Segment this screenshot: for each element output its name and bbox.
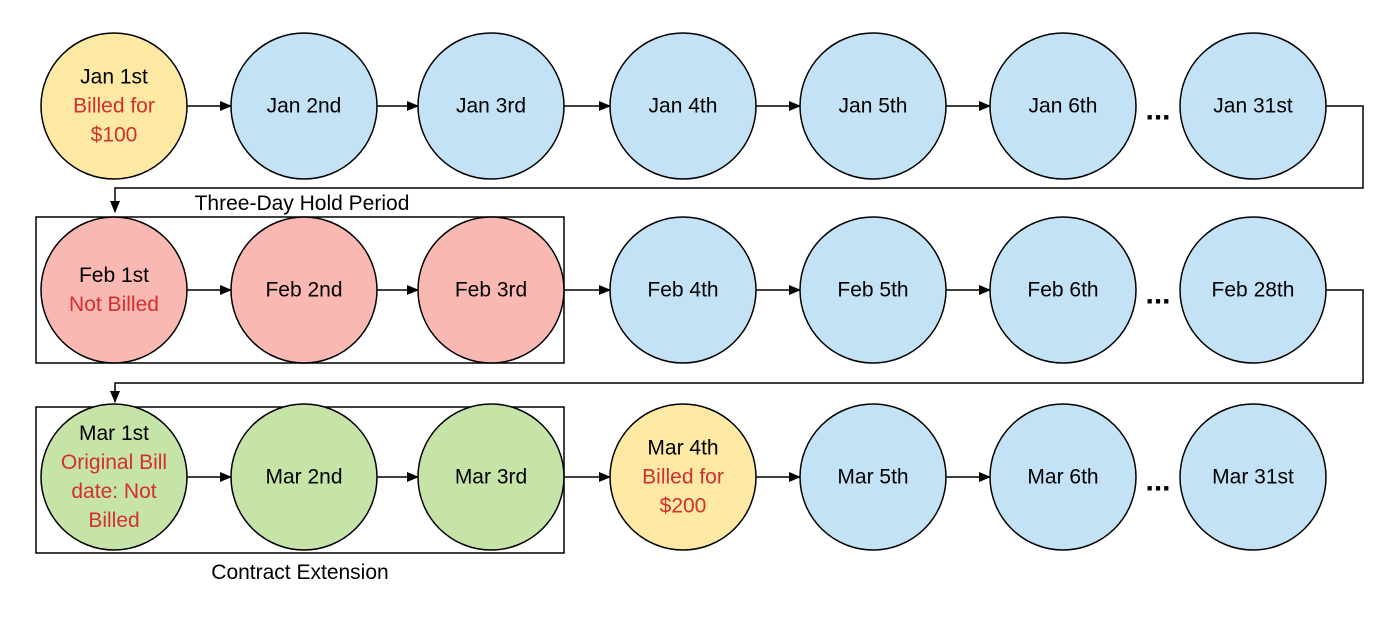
day-date-label: Mar 6th — [1027, 466, 1098, 489]
day-date-label: Feb 3rd — [455, 279, 527, 302]
day-date-label: Mar 3rd — [455, 466, 527, 489]
day-node-jan-4th: Jan 4th — [609, 32, 757, 180]
day-date-label: Feb 6th — [1027, 279, 1098, 302]
day-billing-note: $200 — [660, 495, 707, 518]
day-circle — [799, 32, 947, 180]
day-date-label: Feb 5th — [837, 279, 908, 302]
day-circle — [989, 216, 1137, 364]
day-circle — [417, 403, 565, 551]
ellipsis-gap: ... — [1145, 278, 1170, 311]
day-circle — [989, 32, 1137, 180]
day-node-feb-2nd: Feb 2nd — [230, 216, 378, 364]
day-circle — [1179, 403, 1327, 551]
day-circle — [230, 403, 378, 551]
day-node-feb-3rd: Feb 3rd — [417, 216, 565, 364]
three-day-hold-label: Three-Day Hold Period — [195, 192, 410, 215]
wrap-connector-feb-to-mar — [110, 289, 1364, 403]
day-circle — [230, 32, 378, 180]
day-circle — [230, 216, 378, 364]
day-date-label: Mar 1st — [79, 422, 149, 445]
day-node-jan-5th: Jan 5th — [799, 32, 947, 180]
ellipsis-gap: ... — [1145, 465, 1170, 498]
day-node-feb-4th: Feb 4th — [609, 216, 757, 364]
day-date-label: Jan 5th — [839, 95, 908, 118]
day-date-label: Feb 2nd — [265, 279, 342, 302]
day-circle — [1179, 216, 1327, 364]
day-billing-note: Billed for — [73, 95, 155, 118]
contract-extension-label: Contract Extension — [211, 561, 388, 584]
day-circle — [799, 403, 947, 551]
day-billing-note: date: Not — [71, 480, 156, 503]
day-date-label: Jan 31st — [1213, 95, 1293, 118]
day-node-jan-3rd: Jan 3rd — [417, 32, 565, 180]
day-date-label: Mar 5th — [837, 466, 908, 489]
connector-layer — [187, 101, 991, 482]
day-node-jan-2nd: Jan 2nd — [230, 32, 378, 180]
day-node-jan-31st: Jan 31st — [1179, 32, 1327, 180]
day-circle — [609, 32, 757, 180]
day-node-mar-31st: Mar 31st — [1179, 403, 1327, 551]
day-billing-note: Billed for — [642, 466, 724, 489]
day-date-label: Jan 2nd — [267, 95, 342, 118]
day-node-mar-3rd: Mar 3rd — [417, 403, 565, 551]
day-date-label: Jan 1st — [80, 66, 148, 89]
day-circle — [609, 216, 757, 364]
day-node-feb-5th: Feb 5th — [799, 216, 947, 364]
day-date-label: Mar 31st — [1212, 466, 1294, 489]
day-node-mar-2nd: Mar 2nd — [230, 403, 378, 551]
day-date-label: Jan 6th — [1029, 95, 1098, 118]
day-circle — [989, 403, 1137, 551]
day-circle — [799, 216, 947, 364]
day-billing-note: Original Bill — [61, 451, 167, 474]
day-node-feb-28th: Feb 28th — [1179, 216, 1327, 364]
day-circle — [609, 403, 757, 551]
day-billing-note: $100 — [91, 124, 138, 147]
day-node-mar-5th: Mar 5th — [799, 403, 947, 551]
day-date-label: Feb 28th — [1212, 279, 1295, 302]
day-node-jan-6th: Jan 6th — [989, 32, 1137, 180]
day-date-label: Jan 4th — [649, 95, 718, 118]
day-date-label: Jan 3rd — [456, 95, 526, 118]
day-date-label: Mar 2nd — [265, 466, 342, 489]
day-date-label: Feb 4th — [647, 279, 718, 302]
day-date-label: Mar 4th — [647, 437, 718, 460]
day-date-label: Feb 1st — [79, 264, 149, 287]
day-billing-note: Not Billed — [69, 293, 159, 316]
ellipsis-gap: ... — [1145, 94, 1170, 127]
day-circle — [40, 403, 188, 551]
day-billing-note: Billed — [88, 509, 139, 532]
day-circle — [417, 32, 565, 180]
day-circle — [40, 216, 188, 364]
day-node-mar-6th: Mar 6th — [989, 403, 1137, 551]
day-circle — [40, 32, 188, 180]
day-circle — [417, 216, 565, 364]
day-node-feb-6th: Feb 6th — [989, 216, 1137, 364]
ellipsis-layer: ......... — [1145, 94, 1170, 498]
day-circle — [1179, 32, 1327, 180]
wrap-connector-jan-to-feb — [110, 105, 1364, 213]
